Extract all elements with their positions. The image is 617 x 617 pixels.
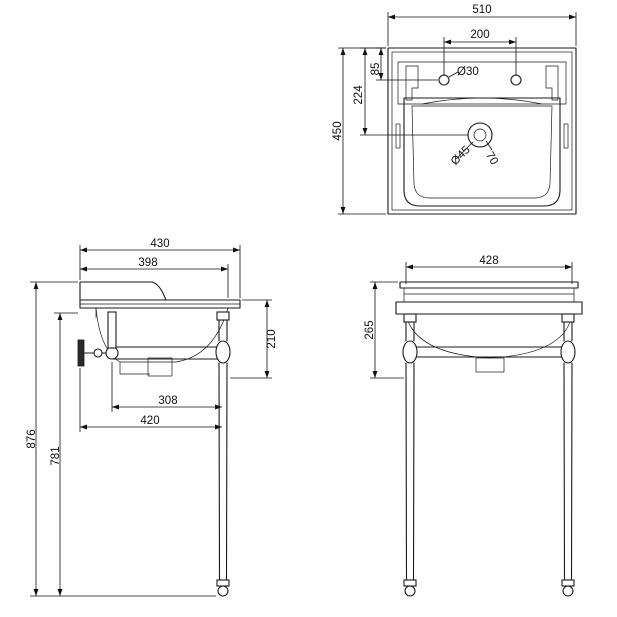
dim-tap-spacing-label: 200 <box>470 29 489 41</box>
dim-rim-height-label: 781 <box>50 446 62 465</box>
dim-side-total-depth-label: 430 <box>150 238 169 250</box>
dim-side-leg-inner: 308 <box>111 362 222 412</box>
side-wall-bracket <box>77 339 119 367</box>
dim-top-width-label: 510 <box>472 4 491 16</box>
dim-tap-offset-label: 85 <box>370 63 382 76</box>
dim-rim-height: 781 <box>50 312 78 596</box>
dim-side-basin-depth-label: 398 <box>138 257 157 269</box>
front-view: 428 265 <box>364 255 583 597</box>
dim-side-total-depth: 430 <box>79 238 241 298</box>
front-right-leg <box>560 313 576 597</box>
dim-waste-diameter-label: Ø45 <box>449 144 473 168</box>
plan-basin-outline <box>387 47 577 215</box>
dim-total-height-label: 876 <box>26 429 38 448</box>
dim-side-basin-height: 210 <box>230 299 278 379</box>
dim-front-inner-width: 428 <box>405 255 573 284</box>
dim-front-rim-depth-label: 265 <box>364 320 376 339</box>
plan-view: 510 200 85 Ø30 224 <box>332 4 577 215</box>
front-left-leg <box>402 313 418 597</box>
dim-waste-distance-label: 70 <box>483 150 500 167</box>
side-back-leg <box>107 311 117 349</box>
front-rail <box>411 346 567 358</box>
dim-side-basin-height-label: 210 <box>266 329 278 348</box>
dim-tap-diameter-label: Ø30 <box>457 66 479 78</box>
dim-side-basin-depth: 398 <box>80 257 229 298</box>
dim-top-depth-label: 450 <box>332 121 344 140</box>
dim-side-leg-outer: 420 <box>79 368 222 432</box>
dim-tap-spacing: 200 <box>443 29 517 76</box>
dim-waste-offset-label: 224 <box>353 85 365 105</box>
dim-side-leg-outer-label: 420 <box>140 415 159 427</box>
dim-side-leg-inner-label: 308 <box>158 395 177 407</box>
side-basin <box>79 281 241 377</box>
dim-top-width: 510 <box>387 4 577 46</box>
dim-front-rim-depth: 265 <box>364 281 404 379</box>
side-view: 430 398 210 308 420 <box>26 238 278 597</box>
dim-waste-offset: 224 <box>353 47 468 136</box>
dim-total-height: 876 <box>26 281 216 597</box>
front-basin <box>395 281 583 373</box>
tap-hole-right <box>510 74 522 86</box>
side-rail <box>111 346 225 360</box>
dim-waste-diameter: Ø45 <box>449 144 473 168</box>
tap-hole-left <box>438 74 450 86</box>
dim-tap-diameter: Ø30 <box>448 66 479 78</box>
dim-tap-offset: 85 <box>370 47 438 81</box>
dim-top-depth: 450 <box>332 47 386 215</box>
dim-waste-distance: 70 <box>483 140 500 167</box>
side-front-leg <box>215 311 231 597</box>
dim-front-inner-width-label: 428 <box>479 255 498 267</box>
